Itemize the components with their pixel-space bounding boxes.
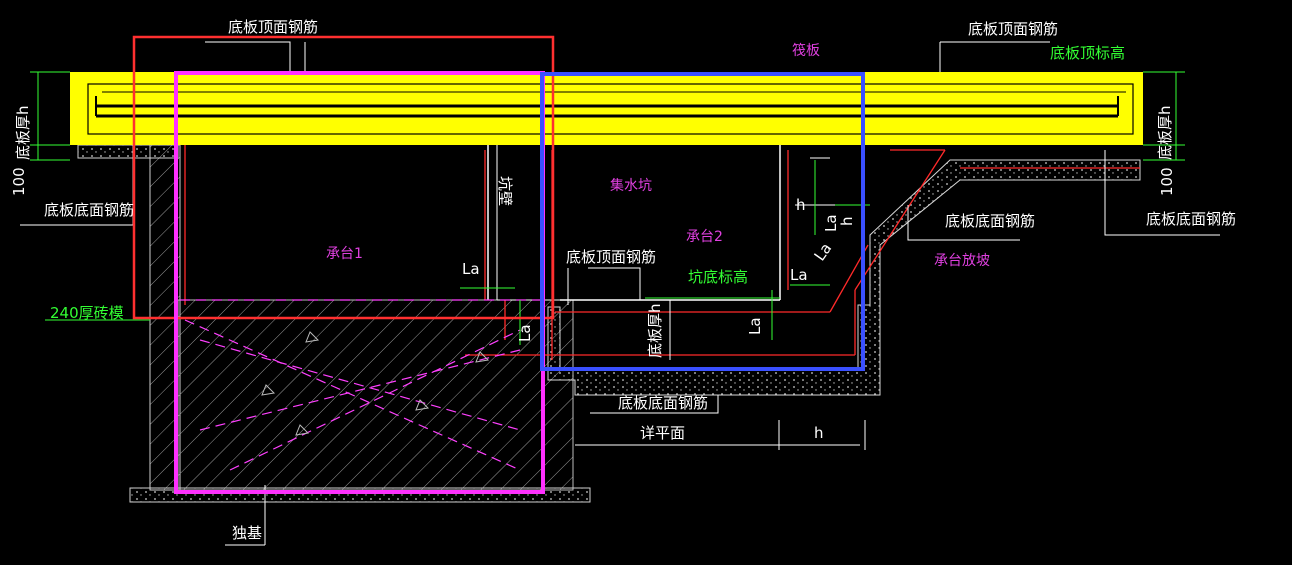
- label-la-vertical: La: [746, 317, 764, 335]
- label-la-left: La: [462, 260, 480, 278]
- green-dimension-lines: [30, 71, 1185, 345]
- label-thickness-left: 底板厚h: [14, 105, 32, 160]
- label-isolated-footing: 独基: [232, 524, 262, 542]
- label-h-right: h: [796, 196, 806, 214]
- label-raft: 筏板: [792, 42, 820, 59]
- label-top-rebar-right: 底板顶面钢筋: [968, 20, 1058, 38]
- label-bottom-rebar-right1: 底板底面钢筋: [945, 212, 1035, 230]
- label-pit-wall: 坑壁: [496, 176, 514, 206]
- label-h-slope: h: [838, 216, 856, 226]
- label-100-right: 100: [1158, 167, 1176, 196]
- blue-frame-cap2: [540, 72, 865, 371]
- label-sump: 集水坑: [610, 177, 652, 194]
- label-thickness-right: 底板厚h: [1156, 105, 1174, 160]
- slab-cushion-left: [77, 144, 179, 159]
- label-cap2: 承台2: [686, 229, 723, 245]
- footing-triangles: [261, 331, 490, 436]
- isolated-footing-body: [177, 299, 574, 491]
- label-pit-thickness: 底板厚h: [646, 303, 664, 358]
- label-la-cap: La: [822, 214, 840, 232]
- label-pit-bottom-elev: 坑底标高: [688, 268, 748, 286]
- label-top-rebar-left: 底板顶面钢筋: [228, 18, 318, 36]
- label-la-slope: La: [811, 240, 836, 265]
- label-see-plan: 详平面: [640, 424, 685, 442]
- label-pit-top-rebar: 底板顶面钢筋: [566, 248, 656, 266]
- label-100-left: 100: [10, 167, 28, 196]
- red-rebars: [184, 145, 1140, 360]
- label-pit-bottom-rebar: 底板底面钢筋: [618, 394, 708, 412]
- slab-rebar-lines: [87, 83, 1134, 135]
- label-bottom-rebar-right2: 底板底面钢筋: [1146, 210, 1236, 228]
- label-h-bottom: h: [814, 424, 824, 442]
- label-brick-mold: 240厚砖模: [50, 304, 124, 322]
- label-la-mid: La: [516, 324, 534, 342]
- label-bottom-rebar-left: 底板底面钢筋: [44, 201, 134, 219]
- label-top-elev: 底板顶标高: [1050, 44, 1125, 62]
- red-frame-cap1: [132, 35, 555, 320]
- pit-cushion: [547, 159, 1141, 396]
- label-cap-slope: 承台放坡: [934, 253, 990, 269]
- label-cap1: 承台1: [326, 246, 363, 262]
- footing-rebar-dashes: [180, 299, 545, 471]
- label-la-right: La: [790, 266, 808, 284]
